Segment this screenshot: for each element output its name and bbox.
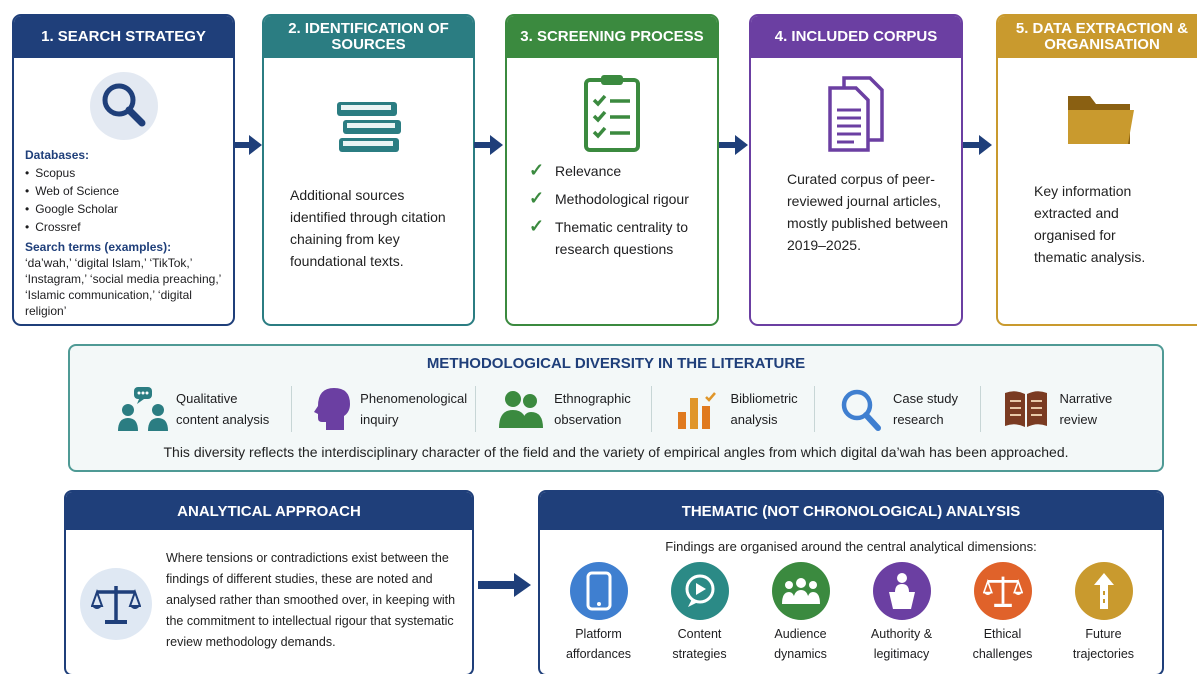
method-item: Bibliometric analysis [670,386,815,432]
criterion-label: Methodological rigour [555,191,689,207]
database-item: Google Scholar [25,200,233,218]
step-description: Additional sources identified through ci… [290,187,446,269]
panel-title: THEMATIC (NOT CHRONOLOGICAL) ANALYSIS [540,492,1162,530]
criterion-label: Relevance [555,163,622,179]
criterion-item: ✓ Relevance [529,160,717,182]
databases-list: Scopus Web of Science Google Scholar Cro… [25,164,233,236]
method-label-line1: Ethnographic [554,391,631,406]
method-label-line2: inquiry [360,412,399,427]
flow-arrow-icon [719,135,748,155]
open-book-icon [999,389,1053,429]
step-title: 1. SEARCH STRATEGY [14,16,233,58]
check-icon: ✓ [529,188,545,208]
dimension-label: Content strategies [672,627,727,661]
method-label-line2: observation [554,412,622,427]
criterion-item: ✓ Thematic centrality to research questi… [529,216,717,260]
podium-speaker-icon [872,562,931,620]
method-label-line1: Case study [892,391,959,406]
method-item: Qualitative content analysis [116,386,293,432]
database-item: Crossref [25,218,233,236]
check-icon: ✓ [529,216,545,236]
step-included-corpus: 4. INCLUDED CORPUS Curated corpus of pee… [749,14,963,326]
dimension-item: Ethical challenges [955,562,1051,664]
method-label-line1: Qualitative [176,391,238,406]
panel-title: METHODOLOGICAL DIVERSITY IN THE LITERATU… [426,355,806,372]
method-item: Phenomenological inquiry [310,386,477,432]
step-data-extraction: 5. DATA EXTRACTION & ORGANISATION Key in… [996,14,1197,326]
bar-chart-icon [670,388,724,430]
dimension-item: Future trajectories [1056,562,1152,664]
method-label-line1: Bibliometric [730,391,798,406]
criterion-label: Thematic centrality to research question… [555,219,689,257]
criterion-item: ✓ Methodological rigour [529,188,717,210]
road-arrow-icon [1074,562,1133,620]
screening-criteria-list: ✓ Relevance ✓ Methodological rigour ✓ Th… [529,160,717,260]
step-identification-of-sources: 2. IDENTIFICATION OF SOURCES Additional … [262,14,475,326]
database-item: Web of Science [25,182,233,200]
method-label-line1: Phenomenological [360,391,468,406]
folder-icon [998,88,1197,150]
step-title: 2. IDENTIFICATION OF SOURCES [264,16,473,58]
group-people-icon [494,388,548,430]
flow-arrow-icon [474,135,503,155]
search-terms-text: ‘da’wah,’ ‘digital Islam,’ ‘TikTok,’ ‘In… [25,256,221,318]
approach-text: Where tensions or contradictions exist b… [166,551,456,649]
step-search-strategy: 1. SEARCH STRATEGY Databases: Scopus Web… [12,14,235,326]
method-label-line2: analysis [730,412,778,427]
thematic-analysis-panel: THEMATIC (NOT CHRONOLOGICAL) ANALYSIS Fi… [538,490,1164,674]
diversity-note: This diversity reflects the interdiscipl… [163,444,1069,460]
method-label-line2: content analysis [176,412,270,427]
method-item: Narrative review [999,386,1138,432]
smartphone-icon [569,562,628,620]
head-profile-icon [310,386,354,432]
methods-row: Qualitative content analysis Phenomenolo… [70,386,1162,432]
step-description: Curated corpus of peer-reviewed journal … [787,171,949,253]
magnifier-icon [833,387,887,431]
dimension-label: Platform affordances [565,627,632,661]
dimension-item: Audience dynamics [753,562,849,664]
method-item: Case study research [833,386,982,432]
dimension-item: Content strategies [652,562,748,664]
step-title: 5. DATA EXTRACTION & ORGANISATION [998,16,1197,58]
audience-icon [771,562,830,620]
dimensions-row: Platform affordances Content strategies [540,562,1162,664]
step-description: Key information extracted and organised … [1034,183,1146,265]
clipboard-checklist-icon [507,72,717,152]
flow-arrow-icon [233,135,262,155]
flow-arrow-icon [478,573,531,597]
analytical-approach-panel: ANALYTICAL APPROACH Where tensions or co… [64,490,474,674]
search-terms-title: Search terms (examples): [25,240,172,254]
method-label-line2: research [892,412,944,427]
step-screening-process: 3. SCREENING PROCESS ✓ Relevance ✓ Metho… [505,14,719,326]
magnifier-icon [14,70,233,142]
check-icon: ✓ [529,160,545,180]
books-icon [264,88,473,158]
step-title: 3. SCREENING PROCESS [507,16,717,58]
database-item: Scopus [25,164,233,182]
play-bubble-icon [670,562,729,620]
method-label-line1: Narrative [1059,391,1113,406]
dimension-label: Future trajectories [1072,627,1135,661]
method-item: Ethnographic observation [494,386,653,432]
scales-icon [973,562,1032,620]
dimension-item: Platform affordances [551,562,647,664]
thematic-intro: Findings are organised around the centra… [665,539,1037,554]
methodological-diversity-panel: METHODOLOGICAL DIVERSITY IN THE LITERATU… [68,344,1164,472]
scales-icon [80,568,152,640]
method-label-line2: review [1059,412,1098,427]
dimension-label: Ethical challenges [972,627,1033,661]
panel-title: ANALYTICAL APPROACH [66,492,472,530]
people-discussion-icon [116,386,170,432]
dimension-label: Audience dynamics [774,627,827,661]
dimension-item: Authority & legitimacy [854,562,950,664]
dimension-label: Authority & legitimacy [870,627,933,661]
step-title: 4. INCLUDED CORPUS [751,16,961,58]
documents-icon [751,74,961,154]
databases-title: Databases: [25,148,90,162]
flow-arrow-icon [963,135,992,155]
